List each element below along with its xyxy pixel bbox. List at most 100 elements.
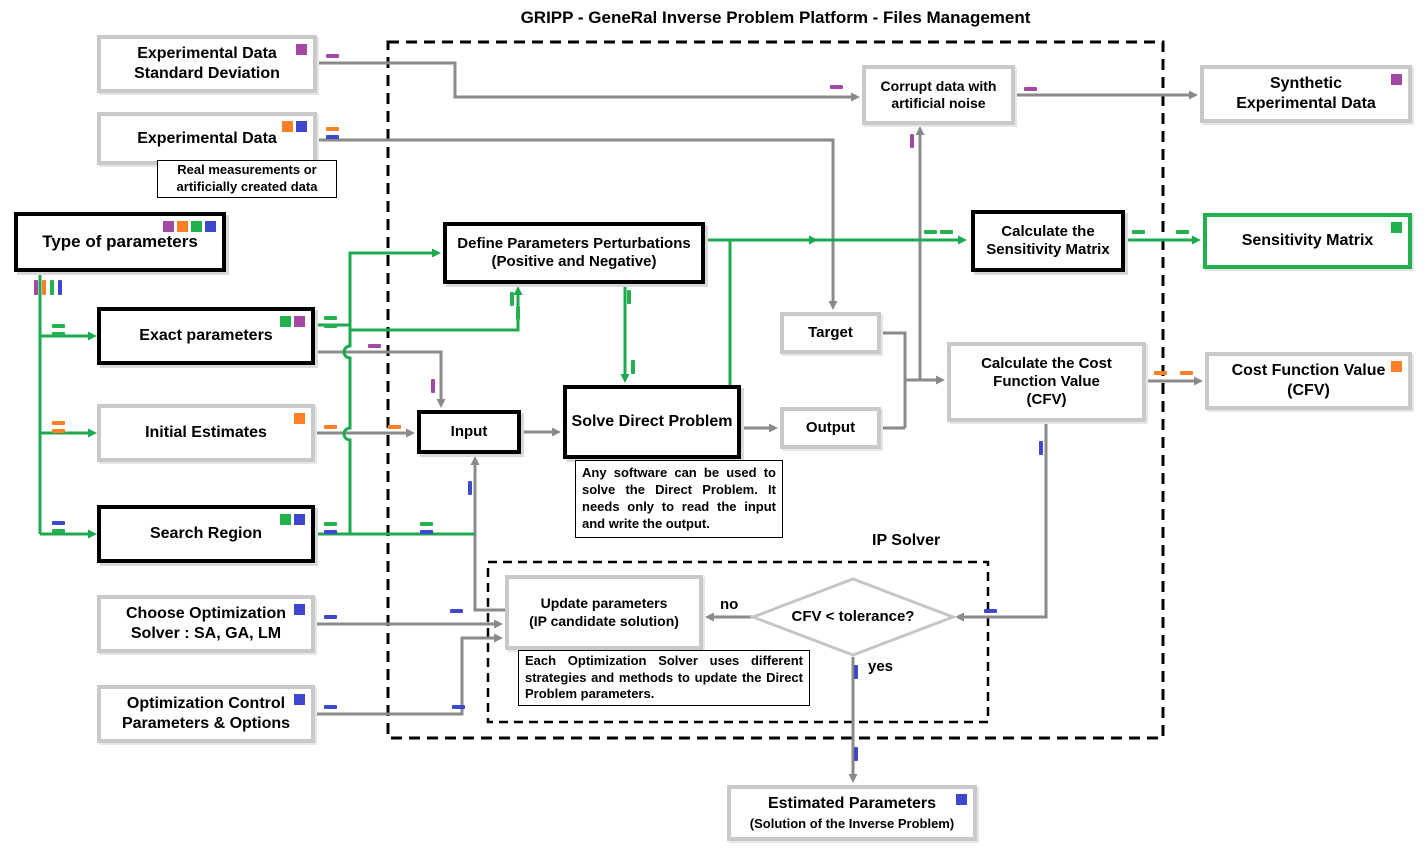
file-markers bbox=[294, 413, 305, 424]
green-square-icon bbox=[1391, 222, 1402, 233]
tick-green bbox=[510, 292, 514, 306]
decision-label: CFV < tolerance? bbox=[791, 608, 915, 625]
tick-purple bbox=[910, 134, 914, 148]
purple-square-icon bbox=[163, 221, 174, 232]
tick-green bbox=[631, 360, 635, 374]
note-text: Any software can be used to solve the Di… bbox=[582, 465, 776, 531]
arrow-cfv-to-decision bbox=[955, 422, 1048, 622]
box-define-perturbations: Define Parameters Perturbations (Positiv… bbox=[443, 222, 705, 284]
tick-orange bbox=[1154, 371, 1167, 375]
orange-square-icon bbox=[294, 413, 305, 424]
blue-square-icon bbox=[294, 604, 305, 615]
file-markers bbox=[1391, 74, 1402, 85]
tick-green bbox=[50, 280, 54, 295]
tick-green bbox=[324, 324, 337, 328]
box-label: Corrupt data with artificial noise bbox=[880, 77, 997, 111]
box-label: Exact parameters bbox=[139, 327, 273, 345]
box-label: Solve Direct Problem bbox=[571, 413, 733, 431]
tick-green bbox=[52, 332, 65, 336]
tick-purple bbox=[830, 85, 843, 89]
tick-purple bbox=[368, 344, 381, 348]
file-markers bbox=[1391, 361, 1402, 372]
tick-green bbox=[940, 230, 953, 234]
file-markers bbox=[294, 604, 305, 615]
file-type-ticks bbox=[34, 54, 1193, 761]
blue-square-icon bbox=[294, 694, 305, 705]
box-sublabel: (Solution of the Inverse Problem) bbox=[749, 815, 955, 831]
tick-blue bbox=[324, 705, 337, 709]
tick-blue bbox=[52, 521, 65, 525]
tick-purple bbox=[34, 280, 38, 295]
purple-square-icon bbox=[294, 316, 305, 327]
arrow-search-to-perturbations bbox=[342, 248, 441, 534]
tick-green bbox=[516, 306, 520, 320]
tick-green bbox=[52, 324, 65, 328]
orange-square-icon bbox=[1391, 361, 1402, 372]
blue-square-icon bbox=[956, 794, 967, 805]
file-markers bbox=[282, 121, 307, 132]
tick-green bbox=[1132, 230, 1145, 234]
box-synthetic-experimental-data: Synthetic Experimental Data bbox=[1200, 65, 1412, 123]
ip-solver-label: IP Solver bbox=[872, 532, 941, 549]
orange-square-icon bbox=[282, 121, 293, 132]
box-calculate-sensitivity: Calculate the Sensitivity Matrix bbox=[971, 210, 1125, 272]
tick-blue bbox=[854, 665, 858, 679]
tick-green bbox=[324, 316, 337, 320]
tick-blue bbox=[1039, 441, 1043, 455]
arrow-update-to-input-loop bbox=[470, 456, 505, 612]
arrow-optcontrol-to-update bbox=[315, 633, 503, 716]
box-label: Output bbox=[805, 418, 856, 436]
tick-green bbox=[324, 522, 337, 526]
box-label: Optimization Control Parameters & Option… bbox=[121, 695, 291, 732]
box-label: Calculate the Sensitivity Matrix bbox=[986, 222, 1110, 258]
box-solve-direct-problem: Solve Direct Problem bbox=[563, 385, 741, 459]
box-experimental-data: Experimental Data bbox=[97, 112, 317, 165]
tick-blue bbox=[452, 705, 465, 709]
file-markers bbox=[1391, 222, 1402, 233]
tick-purple bbox=[1024, 87, 1037, 91]
arrow-target-output-to-cfv bbox=[881, 331, 937, 430]
file-markers bbox=[280, 514, 305, 525]
note-update-parameters: Each Optimization Solver uses different … bbox=[518, 650, 810, 706]
box-label: Synthetic Experimental Data bbox=[1236, 75, 1376, 112]
box-label: Sensitivity Matrix bbox=[1241, 232, 1374, 250]
tick-orange bbox=[388, 425, 401, 429]
tick-blue bbox=[58, 280, 62, 295]
note-text: Real measurements or artificially create… bbox=[176, 162, 318, 194]
tick-orange bbox=[326, 127, 339, 131]
box-input: Input bbox=[417, 410, 521, 454]
note-solve-direct: Any software can be used to solve the Di… bbox=[575, 460, 783, 538]
tick-orange bbox=[324, 425, 337, 429]
tick-orange bbox=[52, 421, 65, 425]
arrow-exact-to-input bbox=[315, 350, 446, 408]
note-experimental-data: Real measurements or artificially create… bbox=[157, 160, 337, 198]
box-search-region: Search Region bbox=[97, 505, 315, 563]
note-text: Each Optimization Solver uses different … bbox=[525, 652, 803, 702]
tick-green bbox=[420, 522, 433, 526]
tick-green bbox=[924, 230, 937, 234]
file-markers bbox=[163, 221, 216, 232]
orange-square-icon bbox=[177, 221, 188, 232]
box-calculate-cfv: Calculate the Cost Function Value (CFV) bbox=[947, 342, 1146, 422]
green-square-icon bbox=[191, 221, 202, 232]
box-label: Initial Estimates bbox=[145, 424, 267, 442]
box-sensitivity-matrix: Sensitivity Matrix bbox=[1203, 213, 1412, 269]
tick-green bbox=[1176, 230, 1189, 234]
box-optimization-control: Optimization Control Parameters & Option… bbox=[97, 685, 315, 743]
blue-square-icon bbox=[205, 221, 216, 232]
decision-yes-label: yes bbox=[868, 658, 894, 675]
box-label: Cost Function Value (CFV) bbox=[1231, 362, 1386, 399]
box-label: Experimental Data bbox=[137, 129, 277, 147]
green-flow-arrows bbox=[38, 235, 1201, 539]
box-target: Target bbox=[780, 312, 881, 354]
arrow-exact-to-perturbations bbox=[350, 286, 523, 332]
box-label: Target bbox=[808, 323, 853, 341]
tick-blue bbox=[324, 615, 337, 619]
box-corrupt-data: Corrupt data with artificial noise bbox=[862, 65, 1015, 125]
tick-blue bbox=[326, 135, 339, 139]
arrow-expdata-to-target bbox=[317, 138, 838, 310]
purple-square-icon bbox=[1391, 74, 1402, 85]
box-label: Update parameters (IP candidate solution… bbox=[529, 595, 679, 629]
